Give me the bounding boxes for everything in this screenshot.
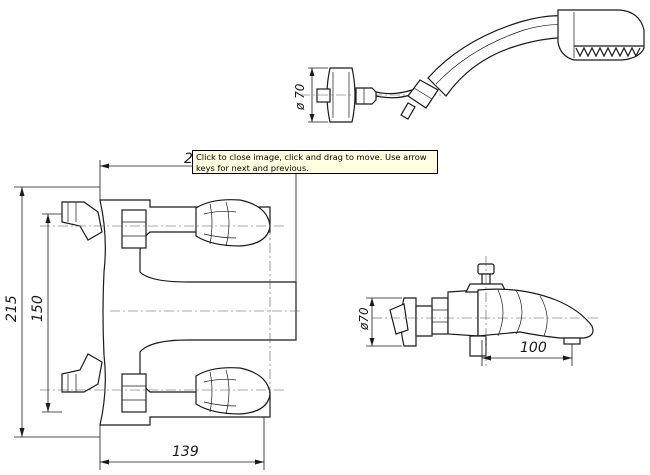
spray-nozzles <box>575 46 641 58</box>
overall-height-label: 215 <box>4 295 20 322</box>
inlet-spacing-label: 150 <box>30 295 46 322</box>
shower-holder-diameter-label: ø 70 <box>293 83 307 111</box>
top-width-label: 2 <box>184 151 193 167</box>
spout-length-label: 100 <box>520 340 547 356</box>
shower-head-assembly: ø 70 <box>293 9 645 123</box>
body-depth-label: 139 <box>172 444 199 460</box>
image-viewer-tooltip: Click to close image, click and drag to … <box>192 150 438 174</box>
spout-side-view: ø70 100 <box>357 256 600 366</box>
spout-flange-diameter-label: ø70 <box>357 307 371 331</box>
mixer-front-view: 215 150 2 139 <box>4 150 300 470</box>
